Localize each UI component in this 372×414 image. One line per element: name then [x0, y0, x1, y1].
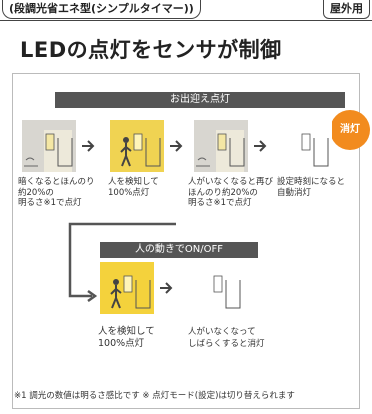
lights-off-badge: 消灯: [330, 110, 370, 150]
section1-band: お出迎え点灯: [55, 92, 345, 108]
step3-illustration: [194, 120, 248, 172]
step3-caption: 人がいなくなると再び ほんのり約20%の 明るさ※1で点灯: [188, 177, 274, 208]
right-arrow-icon: [168, 138, 184, 154]
connector-arrow: [68, 222, 178, 302]
section2-band: 人の動きでON/OFF: [100, 242, 258, 258]
step6-illustration: [190, 262, 244, 314]
step1-illustration: [22, 120, 76, 172]
step5-caption: 人を検知して 100%点灯: [98, 326, 155, 349]
step4-illustration: [278, 120, 332, 172]
step2-illustration: [110, 120, 164, 172]
right-arrow-icon: [158, 280, 174, 296]
step4-caption: 設定時刻になると 自動消灯: [277, 177, 346, 198]
right-arrow-icon: [80, 138, 96, 154]
outdoor-use-label: 屋外用: [323, 0, 370, 19]
step6-caption: 人がいなくなって しばらくすると消灯: [188, 327, 265, 349]
footnote: ※1 調光の数値は明るさ感比です ※ 点灯モード(設定)は切り替えられます: [14, 391, 295, 401]
product-type-label: (段調光省エネ型(シンプルタイマー)): [2, 0, 201, 19]
step1-caption: 暗くなるとほんのり 約20%の 明るさ※1で点灯: [18, 177, 95, 208]
page-title: LEDの点灯をセンサが制御: [20, 38, 282, 62]
right-arrow-icon: [252, 138, 268, 154]
step5-illustration: [100, 262, 154, 314]
diagram-box: [12, 73, 360, 409]
header-bar: (段調光省エネ型(シンプルタイマー)) 屋外用: [0, 0, 372, 21]
step2-caption: 人を検知して 100%点灯: [108, 177, 159, 198]
